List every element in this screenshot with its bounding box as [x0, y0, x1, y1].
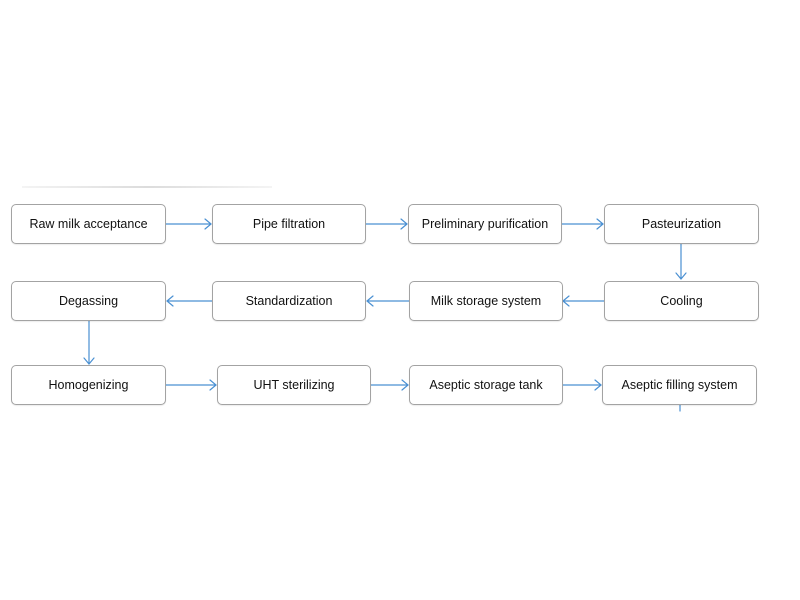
arrowhead-pasteurization-to-cooling: [675, 272, 687, 280]
step-pasteurization: Pasteurization: [604, 204, 759, 244]
step-cooling: Cooling: [604, 281, 759, 321]
arrowhead-degassing-to-homogenizing: [83, 357, 95, 365]
step-degassing: Degassing: [11, 281, 166, 321]
step-milk-storage-system: Milk storage system: [409, 281, 563, 321]
arrowhead-raw-to-pipe: [204, 218, 212, 230]
step-aseptic-storage-tank: Aseptic storage tank: [409, 365, 563, 405]
step-preliminary-purification: Preliminary purification: [408, 204, 562, 244]
arrowhead-storage-to-standardization: [366, 295, 374, 307]
step-raw-milk-acceptance: Raw milk acceptance: [11, 204, 166, 244]
step-homogenizing: Homogenizing: [11, 365, 166, 405]
arrowhead-preliminary-to-pasteurization: [596, 218, 604, 230]
step-uht-sterilizing: UHT sterilizing: [217, 365, 371, 405]
arrowhead-uht-to-aseptic-storage: [401, 379, 409, 391]
arrowhead-aseptic-storage-to-filling: [594, 379, 602, 391]
step-pipe-filtration: Pipe filtration: [212, 204, 366, 244]
arrowhead-cooling-to-storage: [562, 295, 570, 307]
arrowhead-homogenizing-to-uht: [209, 379, 217, 391]
step-aseptic-filling-system: Aseptic filling system: [602, 365, 757, 405]
decorative-rule: [22, 186, 272, 188]
arrowhead-standardization-to-degassing: [166, 295, 174, 307]
step-standardization: Standardization: [212, 281, 366, 321]
arrowhead-pipe-to-preliminary: [400, 218, 408, 230]
